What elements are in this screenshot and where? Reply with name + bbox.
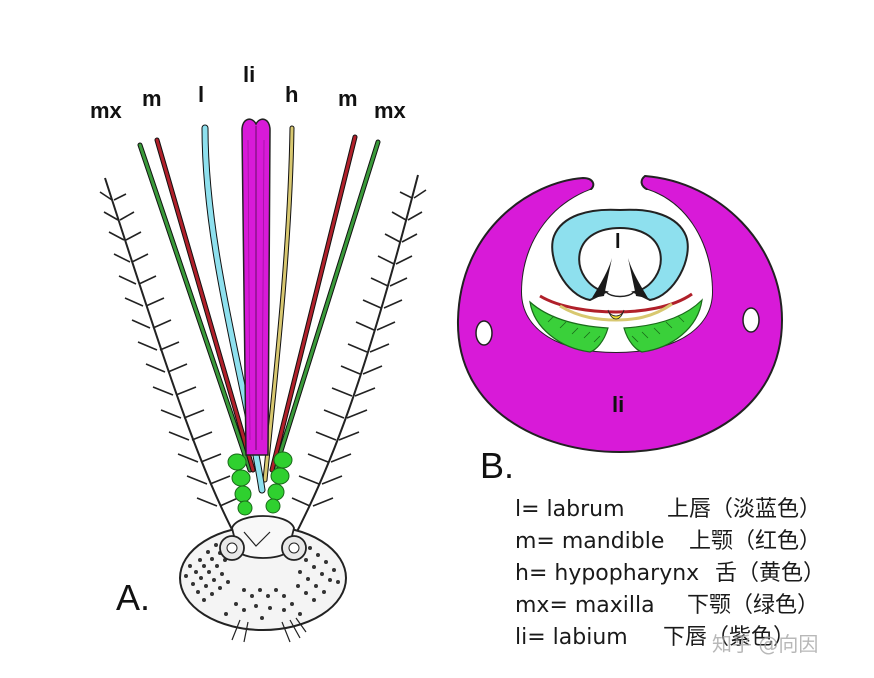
label-mx-right: mx [374, 98, 407, 123]
legend-chinese: 下颚（绿色） [687, 593, 820, 618]
label-h: h [285, 82, 298, 107]
hypopharynx-cross-section [559, 302, 673, 322]
panel-label-a: A. [116, 577, 150, 618]
legend-chinese: 下唇（紫色） [663, 625, 796, 650]
label-mx-left: mx [90, 98, 123, 123]
legend-abbrev: m= mandible [515, 529, 665, 554]
right-antenna [289, 174, 427, 546]
legend-chinese: 舌（黄色） [715, 561, 826, 586]
labium-sheath [241, 118, 271, 456]
legend-chinese: 上颚（红色） [689, 529, 822, 554]
legend-abbrev: l= labrum [515, 497, 625, 522]
maxilla-cross-section [529, 298, 703, 353]
panel-b-cross-section: l li B. [456, 174, 784, 486]
labium-label: li [612, 392, 624, 417]
label-m-left: m [142, 86, 162, 111]
legend-abbrev: li= labium [515, 625, 628, 650]
left-antenna [99, 177, 241, 546]
label-m-right: m [338, 86, 358, 111]
left-trachea [475, 320, 493, 346]
panel-a: mx m l li h m mx A. [90, 62, 427, 643]
legend-abbrev: mx= maxilla [515, 593, 655, 618]
watermark: 知乎 @向因 [712, 632, 819, 656]
label-l: l [198, 82, 204, 107]
mosquito-head [179, 515, 347, 643]
panel-label-b: B. [480, 445, 514, 486]
palps [227, 451, 293, 516]
labrum-cross-section: l [551, 208, 689, 302]
legend-chinese: 上唇（淡蓝色） [667, 497, 822, 522]
right-trachea [742, 307, 760, 333]
stylets [137, 124, 381, 494]
label-li: li [243, 62, 255, 87]
labrum-label: l [615, 231, 621, 253]
legend-abbrev: h= hypopharynx [515, 561, 700, 586]
